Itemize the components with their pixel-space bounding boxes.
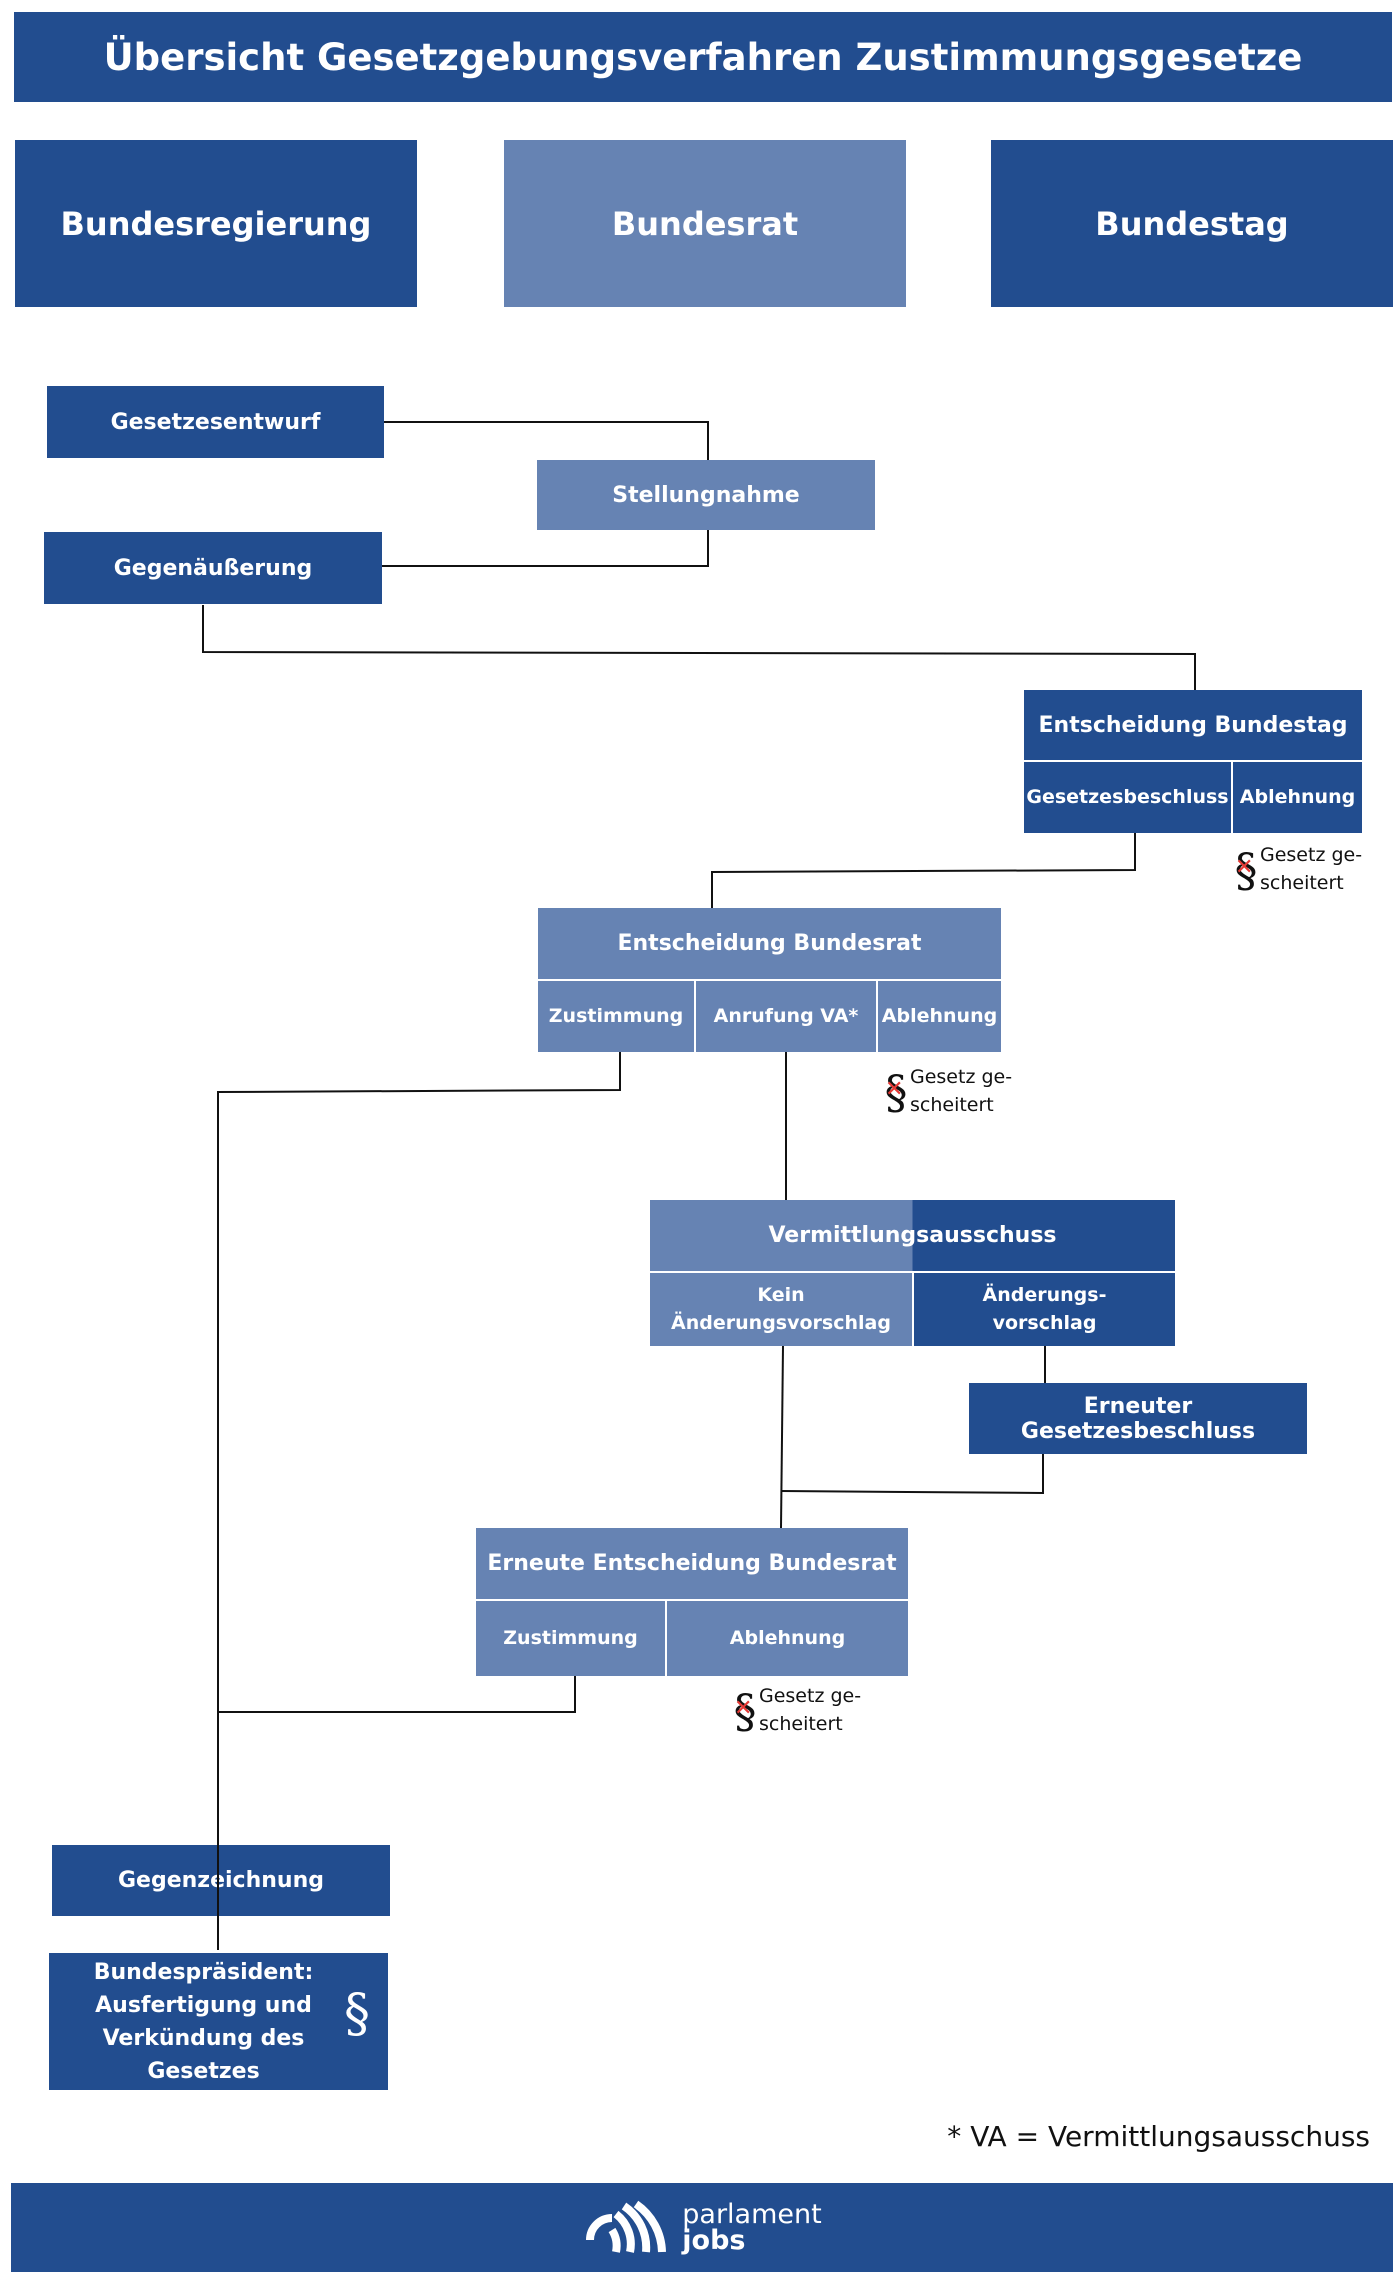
failed-note-br: §✕ Gesetz ge-scheitert [884,1064,1013,1119]
option-change-line2: vorschlag [992,1311,1097,1334]
step-renewed-bundestag: Erneuter Gesetzesbeschluss [969,1383,1307,1454]
president-line2: Ausfertigung und [95,1992,312,2018]
option-change-line1: Änderungs- [982,1283,1107,1306]
connector-counter-bt [202,605,1196,690]
connector-statement-counter [382,530,709,567]
failed-line1: Gesetz ge- [910,1066,1013,1088]
option-no-change: Kein Änderungsvorschlag [650,1273,912,1346]
connector-nochange-renewedbr [780,1345,784,1529]
failed-line1: Gesetz ge- [759,1685,862,1707]
step-president: Bundespräsident: Ausfertigung und Verkün… [49,1953,388,2090]
step-statement: Stellungnahme [537,460,875,530]
decision-bundesrat-title: Entscheidung Bundesrat [538,908,1001,979]
mediation-title: Vermittlungsausschuss [650,1200,1175,1271]
renewed-br-title: Erneute Entscheidung Bundesrat [476,1528,908,1599]
step-counter-statement: Gegenäußerung [44,532,382,604]
president-line3: Verkündung des Gesetzes [102,2025,305,2084]
option-change-proposal: Änderungs- vorschlag [914,1273,1175,1346]
paragraph-failed-icon: §✕ [1234,842,1258,897]
president-line1: Bundespräsident: [93,1959,314,1985]
option-mediation-call: Anrufung VA* [696,981,876,1052]
failed-note-bt: §✕ Gesetz ge-scheitert [1234,842,1363,897]
option-rejected-bt: Ablehnung [1233,762,1362,833]
column-header-government: Bundesregierung [15,140,417,307]
failed-line2: scheitert [1260,871,1344,894]
failed-note-renewed: §✕ Gesetz ge-scheitert [733,1683,862,1738]
connector-renewed-merge [780,1454,1044,1495]
connector-draft-statement [384,421,709,460]
brand-line2: jobs [682,2224,746,2256]
option-no-change-line1: Kein [757,1283,805,1306]
connector-bt-br [711,833,1136,908]
footnote: * VA = Vermittlungsausschuss [947,2120,1370,2153]
brand-name: parlament jobs [682,2198,822,2256]
brand-logo: parlament jobs [582,2198,822,2256]
option-renewed-rejected: Ablehnung [667,1601,908,1676]
option-passed: Gesetzesbeschluss [1024,762,1231,833]
paragraph-icon: § [344,1984,370,2044]
paragraph-failed-icon: §✕ [733,1683,757,1738]
failed-line1: Gesetz ge- [1260,844,1363,866]
option-renewed-consent: Zustimmung [476,1601,665,1676]
failed-line2: scheitert [910,1093,994,1116]
arches-icon [586,2200,667,2253]
decision-bundestag-title: Entscheidung Bundestag [1024,690,1362,760]
footer: parlament jobs [11,2183,1393,2272]
step-countersign: Gegenzeichnung [52,1845,390,1916]
option-no-change-line2: Änderungsvorschlag [671,1311,891,1334]
paragraph-failed-icon: §✕ [884,1064,908,1119]
column-header-bundesrat: Bundesrat [504,140,906,307]
option-rejected-br: Ablehnung [878,981,1001,1052]
column-header-bundestag: Bundestag [991,140,1393,307]
connector-renewed-consent [218,1676,576,1713]
brand-line1: parlament [682,2198,822,2230]
page-title: Übersicht Gesetzgebungsverfahren Zustimm… [14,12,1392,102]
connector-consent-president [217,1052,621,1950]
failed-line2: scheitert [759,1712,843,1735]
step-draft: Gesetzesentwurf [47,386,384,458]
option-consent: Zustimmung [538,981,694,1052]
